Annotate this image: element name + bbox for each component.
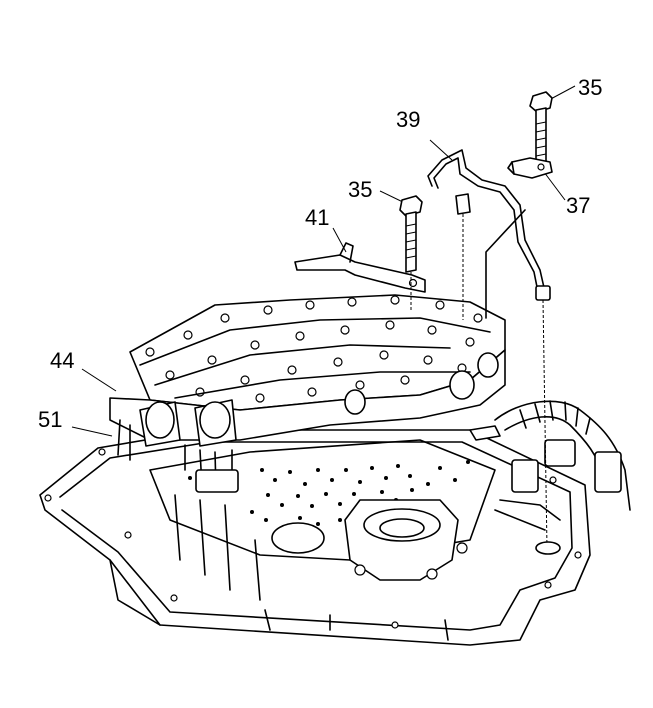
clip-tab [507, 161, 515, 175]
pan-side [109, 559, 161, 626]
flange-bolt-hole [44, 494, 52, 502]
leader-51 [71, 426, 113, 437]
wiring-harness [469, 400, 631, 531]
valve-body-port [477, 352, 499, 378]
callout-44: 44 [50, 348, 74, 373]
flange-bolt-hole [574, 551, 582, 559]
valve-body-port [449, 370, 475, 400]
bracket-tab [339, 242, 354, 263]
callout-37: 37 [566, 193, 590, 218]
bolt-threads [535, 121, 547, 157]
clip-hole [537, 163, 545, 171]
stud-bolt [455, 193, 471, 320]
leader-37 [543, 171, 566, 201]
tube-drop [485, 209, 526, 319]
valve-body-legs [117, 419, 233, 491]
deck-outline [149, 439, 496, 561]
flange-bolt-hole [544, 581, 552, 589]
valve-body-bosses [145, 295, 483, 403]
tube-fitting [535, 285, 551, 301]
bolt-head [529, 91, 553, 113]
callout-35-top: 35 [578, 75, 602, 100]
tube-main-inner [433, 157, 539, 293]
bolt-35-top [529, 91, 553, 173]
valve-body [109, 294, 506, 493]
flange-bolt-hole [170, 594, 178, 602]
tube-39 [427, 149, 561, 555]
bolt-threads [405, 223, 417, 259]
case-bore [271, 522, 325, 554]
tube-main [427, 149, 546, 293]
callout-35-mid: 35 [348, 177, 372, 202]
servo-bolt [426, 568, 438, 580]
flange-bolt-hole [391, 621, 399, 629]
valve-body-port [344, 389, 366, 415]
case-deck [149, 439, 496, 601]
bracket-41 [294, 242, 426, 293]
bolt-35-mid [399, 195, 423, 310]
harness-connector [511, 459, 539, 493]
flange-bolt-hole [98, 448, 106, 456]
callout-39: 39 [396, 107, 420, 132]
valve-body-foot [195, 469, 239, 493]
valve-body-ridges [139, 317, 491, 399]
harness-wrap [519, 400, 591, 435]
leader-lines [71, 85, 576, 437]
servo-bolt [354, 564, 366, 576]
tube-seat [535, 541, 561, 555]
tube-centerline [542, 299, 548, 549]
solenoid-end [145, 401, 175, 439]
leader-44 [81, 368, 117, 392]
servo-bore-inner [379, 518, 425, 538]
clip-37 [507, 157, 553, 179]
deck-holes [188, 460, 470, 526]
flange-bolt-hole [549, 476, 557, 484]
bolt-head [399, 195, 423, 217]
callout-51: 51 [38, 407, 62, 432]
callout-41: 41 [305, 205, 329, 230]
harness-connector [544, 439, 576, 467]
servo-bolt [456, 542, 468, 554]
harness-connector [594, 451, 622, 493]
flange-bolt-hole [124, 531, 132, 539]
harness-lead [494, 499, 561, 531]
stud-head [455, 193, 471, 215]
harness-clip [469, 425, 501, 441]
case-lower [264, 609, 449, 641]
case-ribs [174, 494, 261, 601]
solenoid-end [199, 401, 231, 439]
